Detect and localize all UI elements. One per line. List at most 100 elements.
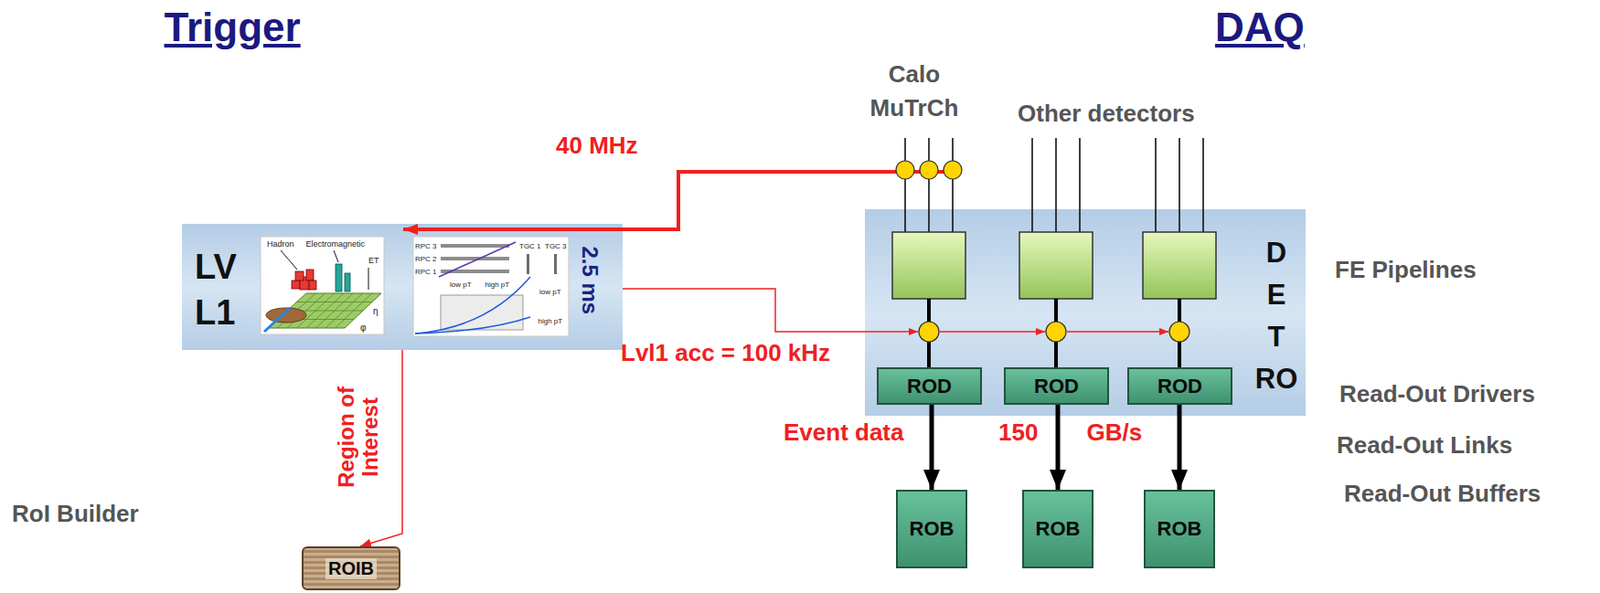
box-label: ROIB [325,558,377,580]
line-shape [1066,330,1169,333]
figure-label: low pT [538,288,563,297]
rect-shape [413,236,569,337]
box-label: ROB [909,517,955,542]
rect-shape [440,244,510,248]
figure-label: η [373,306,379,318]
stage-label: Read-Out Drivers [1339,381,1536,409]
rect-shape [306,269,314,281]
box-label: ROB [1035,517,1081,542]
rate-label: Lvl1 acc = 100 kHz [620,340,831,368]
rob-box: ROB [1022,490,1094,569]
line-shape [1202,138,1205,233]
figure-label: high pT [537,317,565,326]
rect-shape [344,273,351,292]
rod-box: ROD [1127,367,1233,406]
muon-chamber-illustration [413,236,569,337]
readout-wire [928,298,1180,368]
figure-label: φ [360,322,366,334]
trigger-signal-line [403,171,953,230]
line-shape [939,330,1046,333]
box-label: ROD [1157,374,1203,399]
calorimeter-illustration [260,236,384,335]
line-shape [1031,138,1034,233]
line-shape [333,250,339,263]
latency-text: 2.5 ms [576,245,603,315]
g-shape [280,250,369,290]
line-shape [951,138,954,233]
rect-shape [440,295,523,331]
circle-shape [1169,321,1190,342]
line-shape [280,250,298,270]
stage-label: FE Pipelines [1334,256,1477,285]
fe-pipeline-box [892,232,1216,299]
circle-shape [919,160,939,180]
polyline-shape [622,288,918,332]
path-shape [415,277,531,334]
rect-shape [291,280,300,289]
figure-label: RPC 3 [415,242,438,251]
line-shape [1178,138,1181,233]
rate-label: 40 MHz [555,132,639,160]
rect-shape [309,280,317,290]
rob-box: ROB [896,490,968,569]
line-shape [368,267,370,290]
rod-box: ROD [876,367,982,406]
section-heading: DAQ [1215,4,1305,52]
rod-box: ROD [1003,367,1110,406]
circle-shape [896,160,915,180]
line-shape [1078,138,1081,233]
tap-dots [896,160,962,180]
rect-shape [260,236,384,335]
line-shape [1055,138,1057,233]
rect-shape [526,254,530,275]
path-shape [415,317,531,334]
g-shape [335,264,351,292]
line-shape [264,308,290,332]
circle-shape [918,321,939,342]
line-shape [438,242,516,278]
rect-shape [892,232,966,299]
panel-title: LV L1 [194,244,256,336]
connector-arrow [1056,405,1061,491]
circle-shape [1045,321,1067,342]
accept-signal-line [622,288,1169,332]
detector-label: Other detectors [1017,100,1195,128]
roib-box: ROIB [301,546,401,591]
figure-label: Hadron [266,239,295,249]
g-shape [291,269,317,290]
g-shape [526,254,557,275]
connector-arrow [929,405,935,491]
flow-label: Event data [783,419,905,448]
detector-wires [905,138,1204,233]
accept-dots [918,321,1190,342]
figure-label: high pT [484,280,512,289]
box-label: ROB [1157,517,1203,542]
component-label: RoI Builder [11,501,139,529]
panel-title: D E T RO [1252,232,1301,401]
box-label: ROD [1034,374,1079,399]
line-shape [928,138,930,233]
stage-label: Read-Out Buffers [1344,480,1541,509]
figure-label: TGC 3 [544,242,567,251]
stage-label: Read-Out Links [1336,432,1513,460]
figure-label: low pT [448,280,473,289]
line-shape [297,301,374,303]
figure-label: RPC 2 [415,255,438,264]
figure-label: Electromagnetic [306,239,366,249]
rob-box: ROB [1143,490,1216,569]
connector-arrow [1177,405,1183,491]
line-shape [1154,138,1157,233]
circle-shape [943,160,962,180]
section-heading: Trigger [164,4,301,52]
box-label: ROD [906,374,952,399]
figure-label: ET [368,256,380,266]
bandwidth-label: 150 GB/s [998,419,1142,448]
rect-shape [295,271,304,281]
rect-shape [1019,232,1093,299]
detector-label: Calo MuTrCh [859,57,970,127]
rect-shape [554,254,557,275]
figure-label: TGC 1 [519,242,542,251]
figure-label: RPC 1 [415,267,438,277]
rect-shape [1142,232,1216,299]
